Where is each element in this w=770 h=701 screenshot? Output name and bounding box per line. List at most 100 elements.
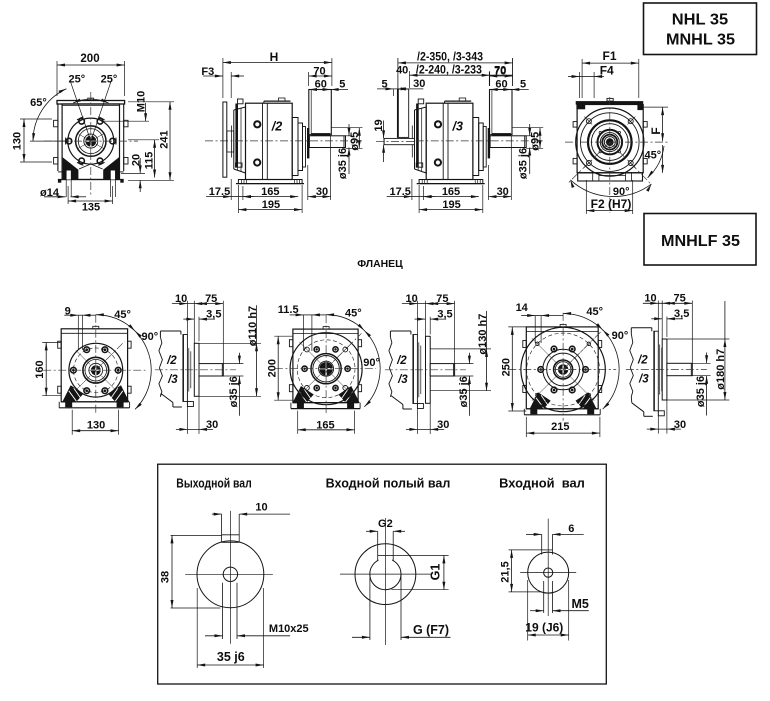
svg-text:70: 70 xyxy=(494,65,506,77)
svg-text:35 j6: 35 j6 xyxy=(217,650,245,664)
svg-text:9: 9 xyxy=(65,306,71,318)
svg-text:19 (J6): 19 (J6) xyxy=(525,621,563,635)
svg-text:G1: G1 xyxy=(428,564,442,581)
svg-text:/2: /2 xyxy=(396,355,407,367)
svg-text:45°: 45° xyxy=(114,309,131,321)
svg-text:195: 195 xyxy=(262,199,280,211)
svg-text:/2: /2 xyxy=(166,355,177,367)
svg-text:6: 6 xyxy=(568,523,574,535)
svg-text:241: 241 xyxy=(159,130,171,148)
svg-text:/2: /2 xyxy=(271,120,282,134)
svg-text:25°: 25° xyxy=(101,73,118,85)
svg-text:ø95: ø95 xyxy=(530,132,542,151)
svg-text:30: 30 xyxy=(316,186,328,198)
svg-text:/3: /3 xyxy=(638,374,649,386)
svg-text:130: 130 xyxy=(87,420,105,432)
svg-text:38: 38 xyxy=(160,571,172,583)
svg-text:5: 5 xyxy=(382,78,388,90)
svg-text:30: 30 xyxy=(206,419,218,431)
svg-text:F: F xyxy=(649,127,663,134)
svg-text:ø35 j6: ø35 j6 xyxy=(518,148,530,179)
svg-text:19: 19 xyxy=(373,119,385,131)
svg-text:NHL 35: NHL 35 xyxy=(672,11,728,28)
svg-text:90°: 90° xyxy=(363,357,380,369)
svg-text:60: 60 xyxy=(315,79,327,91)
svg-text:60: 60 xyxy=(495,79,507,91)
svg-text:30: 30 xyxy=(413,78,425,90)
svg-text:40: 40 xyxy=(396,65,408,77)
svg-text:ø14: ø14 xyxy=(40,187,60,199)
svg-text:70: 70 xyxy=(494,65,506,77)
svg-text:75: 75 xyxy=(205,293,217,305)
svg-text:160: 160 xyxy=(34,360,46,378)
svg-text:195: 195 xyxy=(442,199,460,211)
svg-text:ø130 h7: ø130 h7 xyxy=(477,314,489,355)
svg-text:21,5: 21,5 xyxy=(500,561,512,582)
svg-text:Входной вал: Входной вал xyxy=(499,477,585,491)
svg-text:ø110 h7: ø110 h7 xyxy=(247,306,259,346)
svg-text:70: 70 xyxy=(313,65,325,77)
svg-text:90°: 90° xyxy=(613,186,630,198)
svg-text:20: 20 xyxy=(130,154,142,166)
svg-text:90°: 90° xyxy=(612,330,629,342)
svg-text:30: 30 xyxy=(497,186,509,198)
svg-text:45°: 45° xyxy=(644,150,661,162)
svg-text:MNHL 35: MNHL 35 xyxy=(666,31,735,48)
svg-text:M5: M5 xyxy=(572,597,589,611)
svg-text:75: 75 xyxy=(436,293,448,305)
svg-text:ø180 h7: ø180 h7 xyxy=(715,349,727,390)
svg-text:/2-240, /3-233: /2-240, /3-233 xyxy=(416,65,482,77)
svg-text:135: 135 xyxy=(82,201,100,213)
svg-text:3,5: 3,5 xyxy=(437,309,452,321)
svg-text:165: 165 xyxy=(442,186,460,198)
svg-text:10: 10 xyxy=(255,501,267,513)
svg-text:5: 5 xyxy=(520,79,526,91)
svg-text:/3: /3 xyxy=(397,374,408,386)
svg-text:115: 115 xyxy=(143,152,155,170)
svg-text:215: 215 xyxy=(551,421,569,433)
svg-text:/3: /3 xyxy=(451,120,462,134)
svg-text:14: 14 xyxy=(516,302,529,314)
svg-text:3,5: 3,5 xyxy=(206,309,221,321)
svg-text:200: 200 xyxy=(80,53,99,65)
svg-text:/2: /2 xyxy=(637,355,648,367)
svg-text:10: 10 xyxy=(644,293,656,305)
svg-text:5: 5 xyxy=(339,79,345,91)
svg-text:ø35 j6: ø35 j6 xyxy=(337,148,349,179)
svg-text:H: H xyxy=(270,50,279,64)
svg-text:/3: /3 xyxy=(167,374,178,386)
svg-text:3,5: 3,5 xyxy=(674,308,689,320)
svg-text:45°: 45° xyxy=(345,308,362,320)
svg-text:G (F7): G (F7) xyxy=(413,623,449,637)
svg-text:G2: G2 xyxy=(378,518,393,530)
svg-text:17.5: 17.5 xyxy=(389,186,410,198)
svg-text:ø95: ø95 xyxy=(349,132,361,151)
svg-text:Входной полый вал: Входной полый вал xyxy=(326,477,451,491)
svg-text:165: 165 xyxy=(261,186,279,198)
svg-text:75: 75 xyxy=(673,293,685,305)
svg-text:ø35 j6: ø35 j6 xyxy=(228,376,240,407)
svg-text:250: 250 xyxy=(500,358,512,376)
svg-text:F1: F1 xyxy=(602,49,616,63)
svg-text:/2-350, /3-343: /2-350, /3-343 xyxy=(417,52,483,64)
svg-text:MNHLF 35: MNHLF 35 xyxy=(661,233,740,250)
svg-text:Выходной вал: Выходной вал xyxy=(176,477,251,491)
svg-text:F2 (H7): F2 (H7) xyxy=(591,197,632,211)
svg-text:ø35 j6: ø35 j6 xyxy=(458,376,470,407)
svg-text:30: 30 xyxy=(674,419,686,431)
svg-text:30: 30 xyxy=(437,419,449,431)
svg-text:17.5: 17.5 xyxy=(209,186,230,198)
svg-text:ФЛАНЕЦ: ФЛАНЕЦ xyxy=(357,258,403,270)
svg-text:ø35 j6: ø35 j6 xyxy=(695,376,707,407)
svg-text:M10x25: M10x25 xyxy=(269,623,309,635)
svg-text:165: 165 xyxy=(316,419,334,431)
svg-text:11.5: 11.5 xyxy=(278,304,299,316)
svg-text:200: 200 xyxy=(266,359,278,377)
svg-text:10: 10 xyxy=(405,293,417,305)
svg-text:90°: 90° xyxy=(141,331,158,343)
svg-text:F4: F4 xyxy=(600,63,614,77)
svg-text:F3: F3 xyxy=(201,66,214,78)
svg-text:10: 10 xyxy=(175,293,187,305)
svg-text:65°: 65° xyxy=(30,97,47,109)
svg-text:25°: 25° xyxy=(68,73,85,85)
